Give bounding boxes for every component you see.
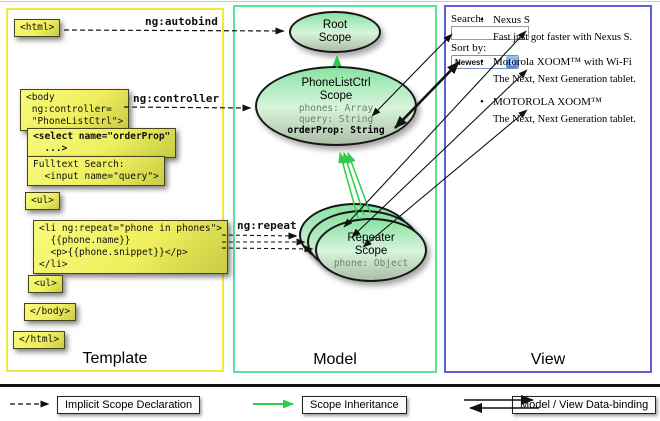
repeater-prop-phone: phone: Object — [333, 257, 409, 269]
bullet-icon: • — [480, 56, 484, 68]
fulltext-search-box: Fulltext Search: <input name="query"> — [27, 156, 165, 186]
legend-implicit-scope-declaration: Implicit Scope Declaration — [57, 396, 201, 414]
html-open-tag-box: <html> — [14, 19, 61, 37]
bullet-icon: • — [480, 96, 484, 108]
model-column: Model — [233, 5, 437, 373]
body-close-tag-box: </body> — [24, 303, 77, 321]
model-column-title: Model — [313, 351, 357, 368]
list-item-snippet: The Next, Next Generation tablet. — [493, 74, 636, 85]
list-item-snippet: Fast just got faster with Nexus S. — [493, 32, 633, 43]
phonelistctrl-scope-ellipse: PhoneListCtrl Scope phones: Array query:… — [255, 66, 417, 146]
template-column: Template — [6, 8, 224, 372]
bullet-icon: • — [480, 14, 484, 26]
phonelistctrl-scope-title: PhoneListCtrl Scope — [301, 76, 371, 102]
ul-open-tag-box: <ul> — [25, 192, 60, 210]
legend-divider — [0, 384, 660, 387]
ul-close-tag-box: <ul> — [28, 275, 63, 293]
phonelistctrl-prop-phones: phones: Array — [298, 102, 374, 114]
ng-autobind-label: ng:autobind — [145, 15, 218, 28]
html-close-tag-box: </html> — [13, 331, 66, 349]
view-column-title: View — [530, 351, 566, 368]
select-tag-box: <select name="orderProp" ...> — [27, 128, 177, 158]
legend-scope-inheritance: Scope Inheritance — [302, 396, 407, 414]
root-scope-title: Root Scope — [318, 19, 352, 44]
sort-by-label: Sort by: — [451, 42, 487, 54]
phonelistctrl-prop-orderprop: orderProp: String — [287, 124, 385, 136]
legend-model-view-databinding: Model / View Data-binding — [512, 396, 657, 414]
top-divider — [0, 1, 660, 2]
ng-controller-label: ng:controller — [133, 92, 220, 105]
list-item-title: •Motorola XOOM™ with Wi-Fi — [480, 56, 632, 68]
li-repeat-box: <li ng:repeat="phone in phones"> {{phone… — [33, 220, 229, 274]
repeater-scope-ellipse: Repeater Scope phone: Object — [315, 218, 427, 282]
list-item-title: •Nexus S — [480, 14, 530, 26]
list-item-title: •MOTOROLA XOOM™ — [480, 96, 602, 108]
template-column-title: Template — [82, 350, 148, 367]
repeater-scope-title: Repeater Scope — [347, 231, 395, 257]
search-label: Search: — [451, 13, 484, 25]
phonelistctrl-prop-query: query: String — [298, 113, 374, 125]
root-scope-ellipse: Root Scope — [289, 11, 381, 53]
body-open-tag-box: <body ng:controller= "PhoneListCtrl"> — [20, 89, 130, 131]
ng-repeat-label: ng:repeat — [237, 219, 297, 232]
list-item-snippet: The Next, Next Generation tablet. — [493, 114, 636, 125]
